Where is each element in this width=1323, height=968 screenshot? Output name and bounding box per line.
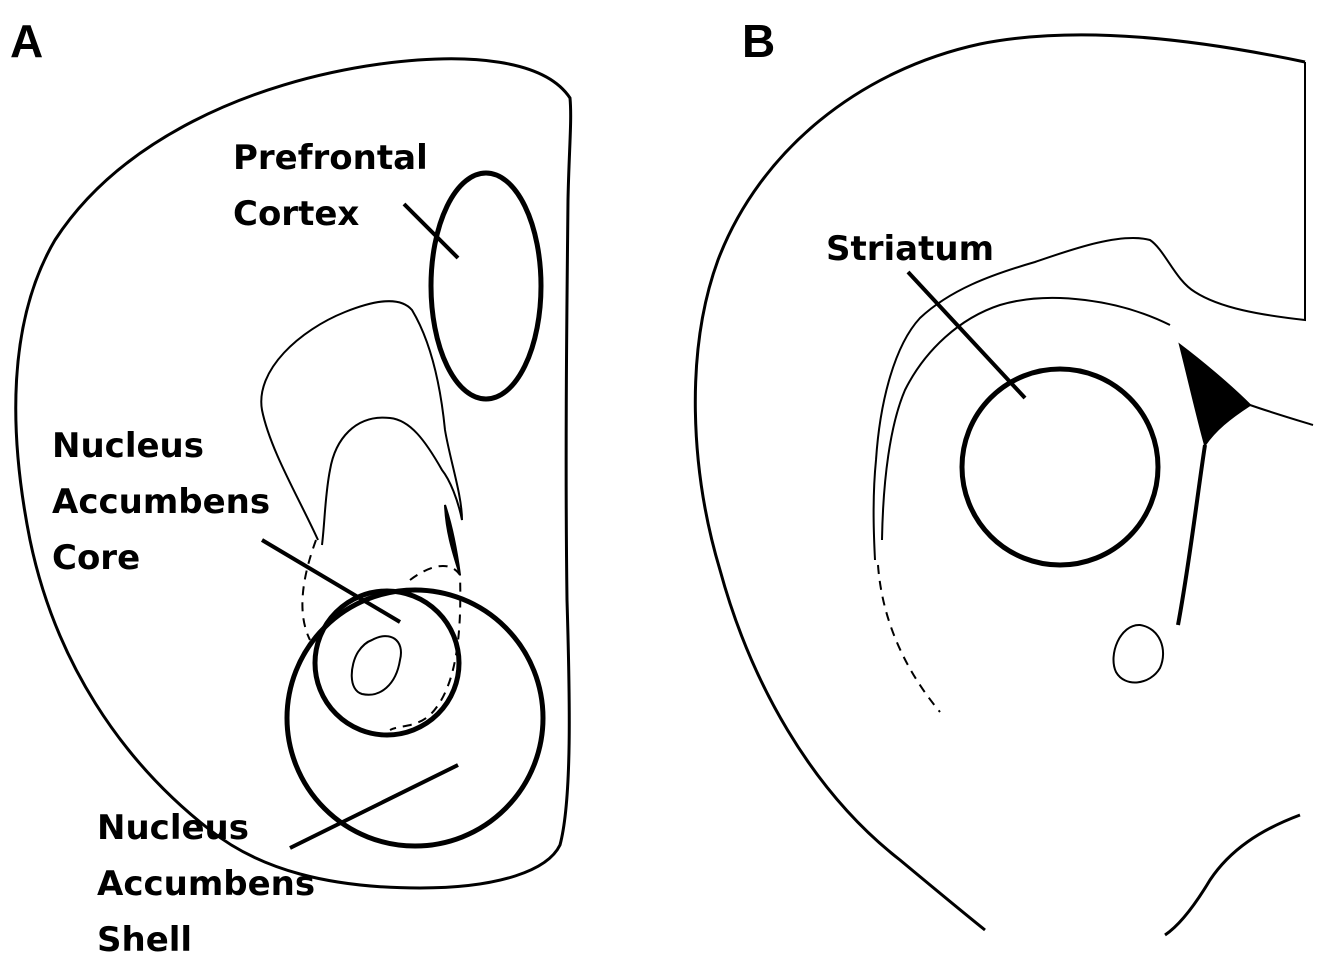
panel-b-small-oval bbox=[1113, 625, 1163, 683]
prefrontal-cortex-label: Prefrontal Cortex bbox=[233, 130, 428, 242]
prefrontal-cortex-label-line-2: Cortex bbox=[233, 186, 428, 242]
panel-a-small-oval bbox=[352, 636, 401, 695]
nac-shell-label: Nucleus Accumbens Shell bbox=[97, 800, 315, 968]
prefrontal-cortex-region bbox=[431, 173, 541, 399]
panel-b-ventricle-tail bbox=[1178, 445, 1205, 625]
panel-b-ventricle-black bbox=[1180, 345, 1250, 445]
panel-b-ventricle-contour bbox=[874, 62, 1305, 560]
nac-core-label-line-1: Nucleus bbox=[52, 418, 270, 474]
panel-b-ventricle-line bbox=[1250, 405, 1313, 425]
panel-a-letter: A bbox=[10, 18, 43, 64]
nac-core-label-line-3: Core bbox=[52, 530, 270, 586]
panel-b-letter: B bbox=[742, 18, 775, 64]
nac-shell-label-line-2: Accumbens bbox=[97, 856, 315, 912]
panel-b-lower-edge bbox=[1165, 815, 1300, 935]
striatum-pointer bbox=[908, 272, 1025, 398]
panel-b-dashed-line bbox=[878, 565, 940, 712]
panel-b-brain-outline bbox=[695, 35, 1305, 930]
striatum-label-line-1: Striatum bbox=[826, 221, 994, 277]
nac-core-pointer bbox=[262, 540, 400, 622]
prefrontal-cortex-label-line-1: Prefrontal bbox=[233, 130, 428, 186]
nac-core-label: Nucleus Accumbens Core bbox=[52, 418, 270, 586]
nac-shell-pointer bbox=[290, 765, 458, 848]
nac-core-label-line-2: Accumbens bbox=[52, 474, 270, 530]
nac-shell-region bbox=[287, 590, 543, 846]
panel-a-inner-structure bbox=[261, 301, 462, 545]
panel-b-ventricle-inner bbox=[882, 298, 1170, 540]
striatum-region bbox=[962, 369, 1158, 565]
nac-shell-label-line-1: Nucleus bbox=[97, 800, 315, 856]
panel-a-tail bbox=[445, 505, 460, 575]
striatum-label: Striatum bbox=[826, 221, 994, 277]
